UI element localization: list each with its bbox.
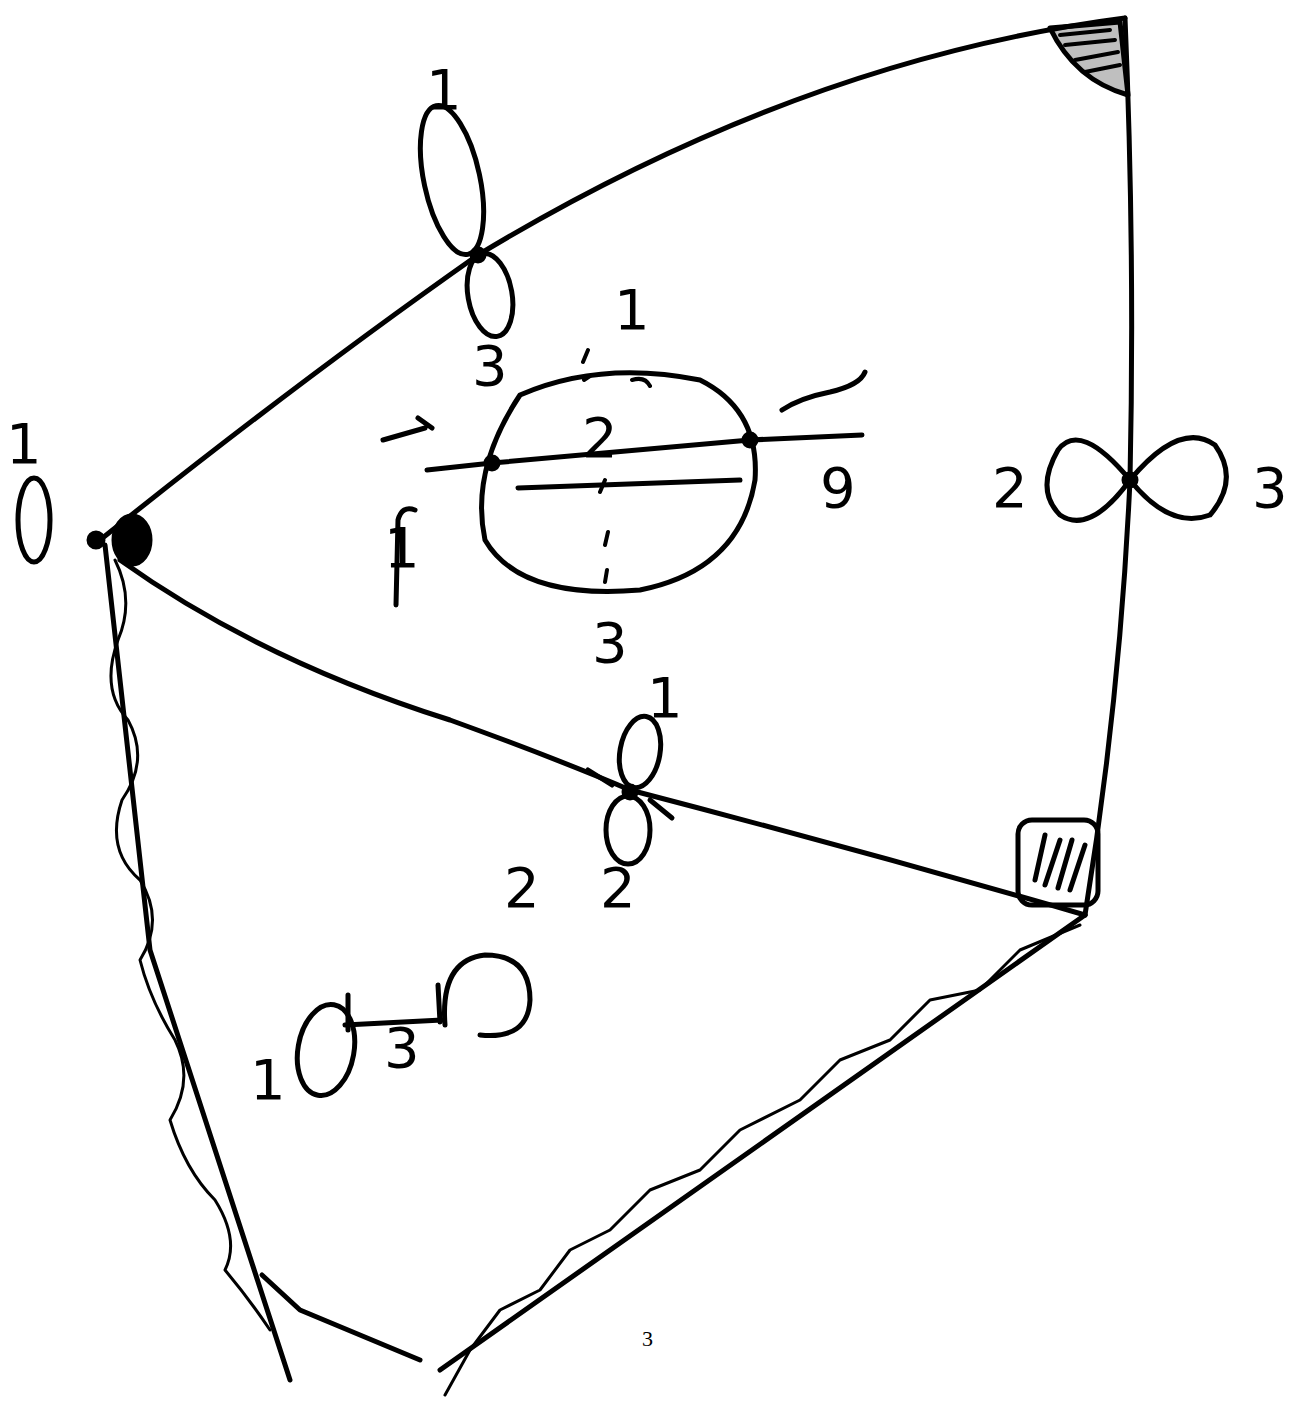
edge-number: 1 [645, 670, 685, 726]
right-edge [1085, 18, 1132, 915]
loop [18, 478, 50, 562]
top-edge [100, 18, 1125, 540]
circle [482, 373, 756, 592]
loop [461, 250, 519, 340]
vertex-dot [1124, 474, 1136, 486]
hatching [1060, 30, 1120, 72]
wavy-edge [445, 925, 1080, 1395]
edge-number: 3 [382, 1020, 422, 1076]
chord [427, 435, 862, 470]
left-edge [105, 545, 290, 1380]
edge-number: 9 [818, 460, 858, 516]
middle-edge [120, 560, 1085, 915]
edge-number: 1 [424, 62, 464, 118]
edge-number: 1 [382, 520, 422, 576]
hatching [1035, 835, 1085, 890]
edge-number: 1 [612, 282, 652, 338]
vertex-dot [472, 249, 484, 261]
shaded-corner [1018, 820, 1098, 905]
edge-number: 3 [590, 615, 630, 671]
vertex-dot [486, 457, 498, 469]
edge-number: 3 [1250, 460, 1290, 516]
vertex-dot [744, 434, 756, 446]
arrow-stroke [262, 1275, 420, 1360]
page-number: 3 [640, 1328, 655, 1350]
arrow-stroke [383, 418, 432, 440]
edge-number: 1 [4, 416, 44, 472]
tick [588, 770, 672, 818]
edge-number: 2 [598, 860, 638, 916]
edge-number: 1 [248, 1052, 288, 1108]
chord [518, 480, 740, 488]
loop [1130, 438, 1226, 519]
vertex-dot [89, 533, 103, 547]
wavy-edge [111, 560, 270, 1330]
edge-number: 2 [580, 410, 620, 466]
tick [583, 350, 650, 582]
edge-number: 3 [470, 338, 510, 394]
loop [409, 100, 495, 260]
vertex-blob [114, 516, 150, 564]
loop [445, 955, 531, 1036]
edge-number: 2 [990, 460, 1030, 516]
loop [606, 796, 650, 864]
vertex-dot [624, 786, 636, 798]
loop [290, 1000, 361, 1100]
arrow-stroke [782, 372, 865, 410]
shaded-corner [1050, 22, 1128, 95]
loop [1047, 440, 1130, 520]
edge-number: 2 [502, 860, 542, 916]
